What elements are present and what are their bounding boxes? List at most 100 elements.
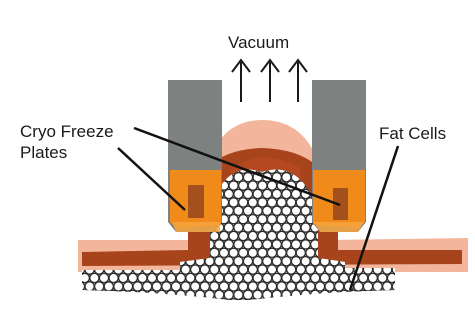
- fat-cell: [306, 299, 315, 308]
- fat-cell: [123, 299, 132, 308]
- fat-cell: [368, 156, 377, 165]
- fat-cell: [258, 282, 267, 291]
- fat-cell: [123, 164, 132, 173]
- fat-cell: [224, 257, 233, 266]
- fat-cell: [378, 223, 387, 232]
- fat-cell: [243, 240, 252, 249]
- fat-cell: [176, 290, 185, 299]
- fat-cell: [191, 265, 200, 274]
- fat-cell: [392, 299, 401, 308]
- fat-cell: [359, 290, 368, 299]
- fat-cell: [104, 231, 113, 240]
- fat-cell: [301, 273, 310, 282]
- fat-cell: [287, 215, 296, 224]
- fat-cell: [282, 273, 291, 282]
- fat-cell: [90, 189, 99, 198]
- fat-cell: [320, 290, 329, 299]
- fat-cell: [315, 299, 324, 308]
- fat-cell: [291, 223, 300, 232]
- fat-cell: [368, 189, 377, 198]
- fat-cell: [114, 164, 123, 173]
- fat-cell: [99, 189, 108, 198]
- fat-cell: [133, 231, 142, 240]
- fat-cell: [219, 299, 228, 308]
- fat-cell: [272, 257, 281, 266]
- fat-cell: [354, 299, 363, 308]
- fat-cell: [277, 299, 286, 308]
- fat-cell: [191, 282, 200, 291]
- fat-cell: [253, 206, 262, 215]
- fat-cell: [123, 198, 132, 207]
- fat-cell: [229, 265, 238, 274]
- vacuum-label: Vacuum: [228, 32, 289, 53]
- fat-cells-label: Fat Cells: [379, 123, 446, 144]
- fat-cell: [75, 181, 84, 190]
- fat-cell: [243, 273, 252, 282]
- fat-cell: [215, 273, 224, 282]
- fat-cell: [243, 189, 252, 198]
- fat-cell: [383, 299, 392, 308]
- fat-cell: [176, 273, 185, 282]
- fat-cell: [282, 257, 291, 266]
- fat-cell: [224, 189, 233, 198]
- fat-cell: [287, 248, 296, 257]
- fat-cell: [157, 156, 166, 165]
- fat-cell: [263, 290, 272, 299]
- fat-cell: [95, 181, 104, 190]
- fat-cell: [387, 290, 396, 299]
- fat-cell: [75, 164, 84, 173]
- fat-cell: [287, 299, 296, 308]
- vacuum-arrows: [232, 60, 307, 102]
- fat-cell: [306, 248, 315, 257]
- fat-cell: [349, 290, 358, 299]
- fat-cell: [277, 215, 286, 224]
- fat-cell: [80, 173, 89, 182]
- fat-cell: [363, 282, 372, 291]
- fat-cell: [373, 231, 382, 240]
- fat-cell: [85, 299, 94, 308]
- fat-cell: [90, 173, 99, 182]
- fat-cell: [272, 206, 281, 215]
- fat-cell: [143, 198, 152, 207]
- fat-cell: [287, 282, 296, 291]
- fat-cell: [143, 299, 152, 308]
- fat-cell: [282, 189, 291, 198]
- fat-cell: [383, 147, 392, 156]
- fat-cell: [143, 147, 152, 156]
- fat-cell: [114, 198, 123, 207]
- fat-cell: [99, 173, 108, 182]
- fat-cell: [301, 206, 310, 215]
- fat-cell: [152, 299, 161, 308]
- fat-cell: [373, 181, 382, 190]
- fat-cell: [277, 265, 286, 274]
- fat-cell: [128, 273, 137, 282]
- fat-cell: [114, 299, 123, 308]
- fat-cell: [291, 240, 300, 249]
- fat-cell: [325, 282, 334, 291]
- fat-cell: [291, 290, 300, 299]
- fat-cell: [104, 198, 113, 207]
- fat-cell: [224, 290, 233, 299]
- fat-cell: [90, 223, 99, 232]
- fat-cell: [200, 265, 209, 274]
- fat-cell: [167, 290, 176, 299]
- fat-cell: [277, 231, 286, 240]
- fat-cell: [325, 265, 334, 274]
- fat-cell: [387, 189, 396, 198]
- fat-cell: [95, 231, 104, 240]
- fat-cell: [85, 181, 94, 190]
- fat-cell: [210, 265, 219, 274]
- fat-cell: [133, 147, 142, 156]
- fat-cell: [301, 257, 310, 266]
- fat-cell: [354, 231, 363, 240]
- fat-cell: [147, 223, 156, 232]
- fat-cell: [205, 273, 214, 282]
- fat-cell: [229, 215, 238, 224]
- fat-cell: [205, 290, 214, 299]
- fat-cell: [239, 265, 248, 274]
- fat-cell: [80, 273, 89, 282]
- fat-cell: [234, 290, 243, 299]
- fat-cell: [157, 273, 166, 282]
- fat-cell: [287, 198, 296, 207]
- fat-cell: [85, 215, 94, 224]
